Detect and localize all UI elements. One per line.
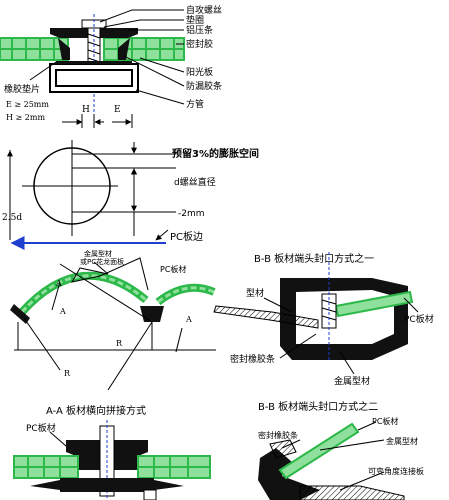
panel-bottom-joint: PC板材 [13,420,211,500]
metal-profile-label-1: 金属型材 [84,249,112,258]
gasket-label: 橡胶垫片 [4,83,40,95]
mark-r1: R [64,369,71,378]
mark-r2: R [116,339,123,348]
callout-washer: 垫圈 [186,14,204,26]
bottom-pc-label: PC板材 [26,422,56,434]
bb1-seal-label: 密封橡胶条 [230,353,275,365]
bottom-pc-sheet-left [13,455,79,479]
pc-sheet-right [103,37,185,61]
he-dimensions [62,114,133,128]
screw-dia-label: d螺丝直径 [174,176,216,188]
hole-dim-lines [7,142,176,240]
bb2-metal-label: 金属型材 [386,436,418,446]
formula-e: E ≥ 25mm [6,100,49,109]
bb2-pc-label: PC板材 [372,416,398,426]
bottom-base-profile [60,478,154,492]
dim-h: H [82,105,90,115]
mark-a3: A [185,315,192,324]
callout-sealant: 密封胶 [186,38,213,50]
joint-profile [140,306,164,322]
mark-a2: A [59,307,66,316]
bb2-callouts [281,421,385,491]
rubber-gasket [56,61,132,64]
panel-screw-fixing: 自攻螺丝 垫圈 铝压条 密封胶 阳光板 防漏胶条 方管 橡胶垫片 E ≥ 25m… [0,4,222,128]
bb2-adjustable-label: 可变角度连接板 [368,466,424,476]
seal-strips-top [58,38,130,60]
callout-leak-strip: 防漏胶条 [186,80,222,92]
callout-lines [29,9,185,105]
edge-distance-label: 2.5d [2,213,22,223]
panel-aa-joint: 金属型材 或PC花龙面板 PC板材 A A A R R A-A 板材横向拼接方式 [10,249,216,417]
pc-sheet-left [0,37,69,61]
aa-support-lines [14,257,216,391]
square-tube [49,63,139,93]
bb1-pc-sheet [334,290,414,318]
metal-profile-label-2: 或PC花龙面板 [80,257,124,266]
panel-hole-spacing: 预留3%的膨胀空间 d螺丝直径 -2mm 2.5d PC板边 [2,140,259,250]
aa-caption: A-A 板材横向拼接方式 [46,404,146,417]
bb2-adjustable-plate [299,485,405,500]
bb1-metal-label: 金属型材 [334,375,370,387]
panel-bb-seal-1: B-B 板材端头封口方式之一 型材 PC板材 密封橡胶条 金属型材 [213,252,434,387]
bb1-metal-profile [280,278,408,360]
bb2-pc-sheet [278,422,360,480]
bb1-profile-label: 型材 [246,287,264,299]
expansion-label: 预留3%的膨胀空间 [172,147,259,160]
callout-sun-sheet: 阳光板 [186,66,213,78]
bb2-title: B-B 板材端头封口方式之二 [258,400,378,413]
bb1-profile-bar [213,305,319,329]
panel-bb-seal-2: B-B 板材端头封口方式之二 密封橡胶条 PC板材 金属型材 可变角度连接板 [258,400,424,500]
aa-pc-label: PC板材 [160,264,186,274]
pc-edge-label: PC板边 [170,230,203,243]
callout-aluminium-strip: 铝压条 [186,24,213,36]
gap-label: -2mm [178,209,205,219]
bb1-title: B-B 板材端头封口方式之一 [254,252,374,265]
dim-e: E [114,105,121,115]
mark-a1: A [55,279,62,288]
callout-square-tube: 方管 [186,98,204,110]
bb1-callouts [263,297,419,375]
formula-h: H ≥ 2mm [6,113,45,122]
callout-self-tapping-screw: 自攻螺丝 [186,4,222,16]
bottom-pc-sheet-right [137,455,211,479]
bb1-pc-label: PC板材 [404,313,434,325]
bb2-seal-label: 密封橡胶条 [258,430,298,440]
